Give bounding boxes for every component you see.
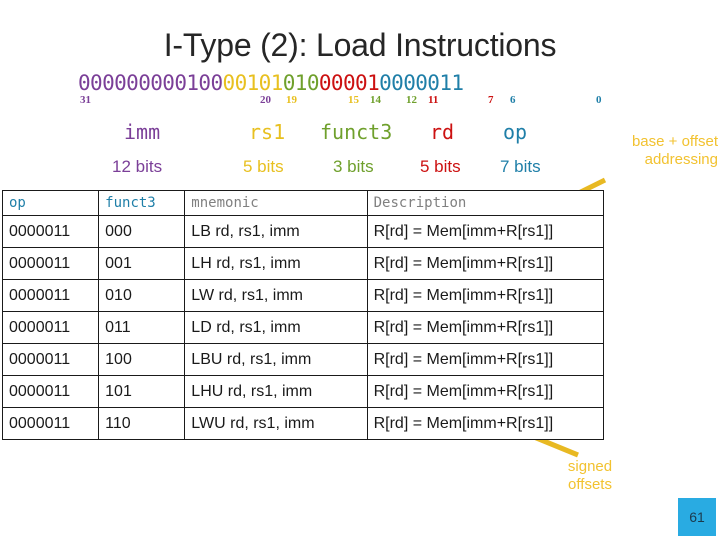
bits-op: 0000011 [379,71,464,95]
bit-index-31: 31 [80,94,91,106]
cell-mnemonic: LH rd, rs1, imm [184,247,368,280]
cell-description: R[rd] = Mem[imm+R[rs1]] [366,215,605,248]
column-header-op: op [1,190,100,216]
bit-index-19: 19 [286,94,297,106]
cell-mnemonic: LHU rd, rs1, imm [184,375,368,408]
cell-op: 0000011 [1,215,100,248]
cell-funct3: 001 [98,247,186,280]
bit-index-20: 20 [260,94,271,106]
column-header-description: Description [366,190,605,216]
field-label-op: op [503,120,528,144]
callout-signed-line1: signed [567,458,613,475]
cell-description: R[rd] = Mem[imm+R[rs1]] [366,247,605,280]
cell-op: 0000011 [1,343,100,376]
callout-base-offset-line2: addressing [644,151,718,168]
page-number-badge: 61 [678,498,716,536]
cell-op: 0000011 [1,407,100,440]
cell-funct3: 011 [98,311,186,344]
cell-op: 0000011 [1,247,100,280]
cell-funct3: 010 [98,279,186,312]
field-label-funct3: funct3 [320,120,393,144]
field-width-imm: 12 bits [112,157,163,176]
field-width-rd: 5 bits [420,157,461,176]
bits-imm: 000000000100 [78,71,223,95]
callout-base-offset-addressing: base + offset addressing [600,133,718,169]
field-label-rd: rd [430,120,455,144]
bit-index-11: 11 [428,94,439,106]
bit-index-0: 0 [596,94,602,106]
field-width-op: 7 bits [500,157,541,176]
field-label-imm: imm [124,120,161,144]
cell-funct3: 100 [98,343,186,376]
cell-mnemonic: LB rd, rs1, imm [184,215,368,248]
cell-op: 0000011 [1,279,100,312]
field-width-rs1: 5 bits [243,157,284,176]
bit-index-7: 7 [488,94,494,106]
bits-rd: 00001 [318,71,380,95]
cell-description: R[rd] = Mem[imm+R[rs1]] [366,375,605,408]
bits-funct3: 010 [282,71,320,95]
bit-index-6: 6 [510,94,516,106]
column-header-mnemonic: mnemonic [184,190,368,216]
callout-signed-offsets: signed offsets [540,458,640,494]
callout-signed-line2: offsets [568,476,612,493]
cell-mnemonic: LW rd, rs1, imm [184,279,368,312]
page-title: I-Type (2): Load Instructions [163,27,557,63]
callout-base-offset-line1: base + offset [631,133,718,150]
cell-description: R[rd] = Mem[imm+R[rs1]] [366,343,605,376]
field-name-row: imm rs1 funct3 rd op [0,120,720,154]
table-header-row: op funct3 mnemonic Description [1,190,605,216]
cell-funct3: 110 [98,407,186,440]
cell-op: 0000011 [1,375,100,408]
cell-description: R[rd] = Mem[imm+R[rs1]] [366,279,605,312]
cell-description: R[rd] = Mem[imm+R[rs1]] [366,311,605,344]
cell-description: R[rd] = Mem[imm+R[rs1]] [366,407,605,440]
bit-index-row: 31 20 19 15 14 12 11 7 6 0 [0,94,720,110]
field-label-rs1: rs1 [249,120,286,144]
field-width-row: 12 bits 5 bits 3 bits 5 bits 7 bits [0,156,720,184]
page-number-label: 61 [689,509,705,525]
bits-rs1: 00101 [222,71,284,95]
cell-mnemonic: LWU rd, rs1, imm [184,407,368,440]
cell-funct3: 000 [98,215,186,248]
bit-index-12: 12 [406,94,417,106]
bit-index-14: 14 [370,94,381,106]
cell-op: 0000011 [1,311,100,344]
column-header-funct3: funct3 [98,190,186,216]
instruction-encoding-bits: 00000000010000101010000010000011 [78,71,464,95]
cell-funct3: 101 [98,375,186,408]
bit-index-15: 15 [348,94,359,106]
cell-mnemonic: LD rd, rs1, imm [184,311,368,344]
cell-mnemonic: LBU rd, rs1, imm [184,343,368,376]
field-width-funct3: 3 bits [333,157,374,176]
